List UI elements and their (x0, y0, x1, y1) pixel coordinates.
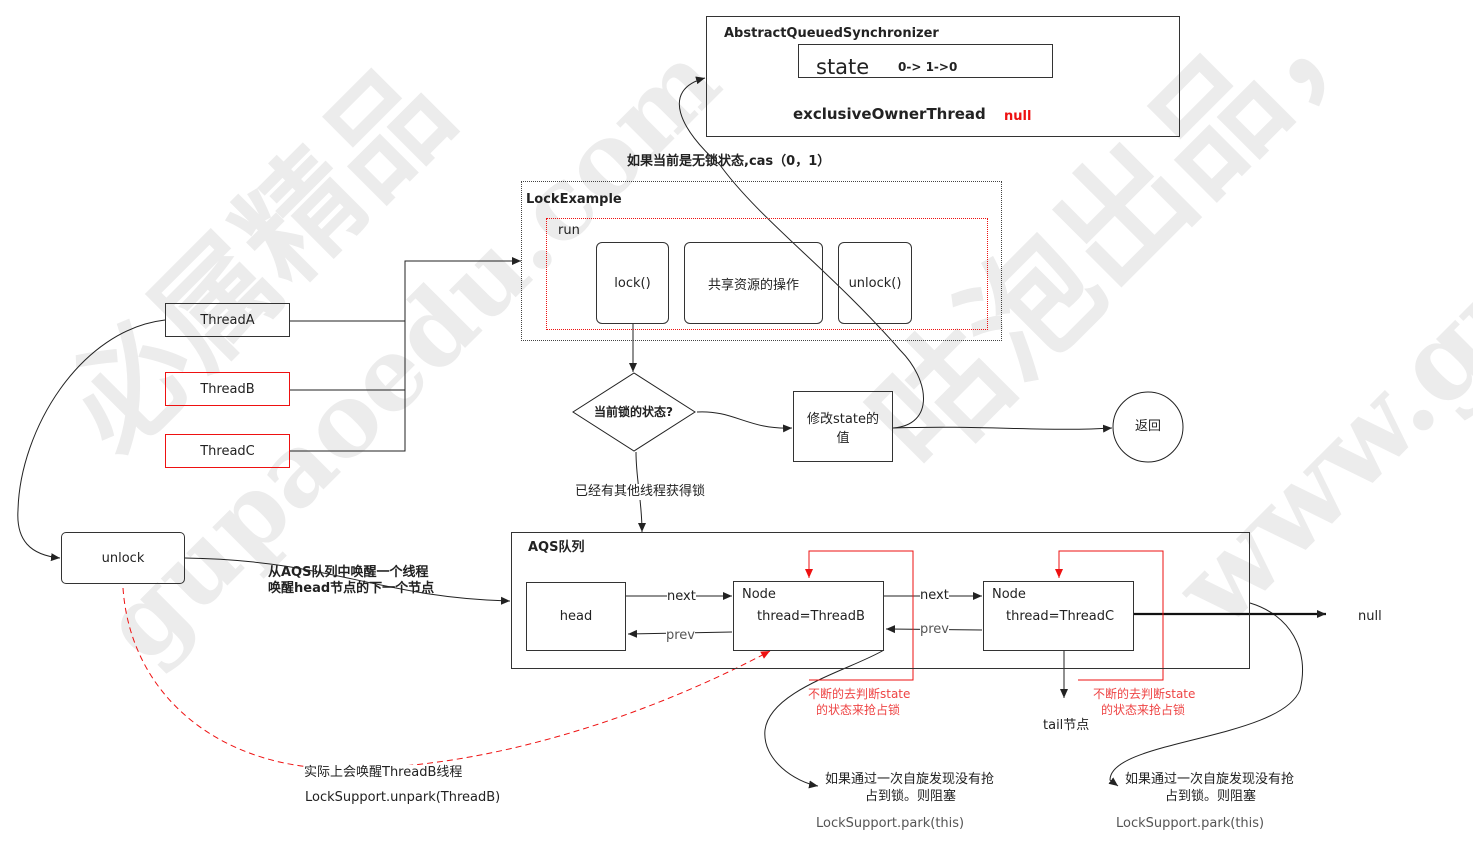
connector-threadc (290, 390, 406, 452)
park-call-b: LockSupport.park(this) (816, 816, 965, 831)
decision-diamond (572, 372, 696, 452)
connector-unlock-to-queue (184, 557, 511, 605)
state-label: state (816, 55, 870, 79)
wake-note-line1: 从AQS队列中唤醒一个线程 (268, 565, 429, 580)
node-threadb (733, 581, 884, 651)
aqs-queue-box (511, 532, 1250, 669)
connector-modify-to-return (892, 424, 1113, 433)
connector-threadb (290, 321, 406, 391)
run-label: run (558, 223, 580, 238)
prev-label-2: prev (920, 622, 950, 638)
modify-state-box: 修改state的 值 (793, 391, 893, 462)
already-locked-label: 已经有其他线程获得锁 (575, 484, 706, 500)
return-circle (1112, 391, 1184, 463)
unlock-method-box: unlock() (838, 242, 912, 324)
thread-c-box: ThreadC (165, 434, 290, 468)
spin-loop-b (805, 550, 914, 681)
park-note-b-line1: 如果通过一次自旋发现没有抢 (825, 772, 995, 787)
prev-label-1: prev (666, 628, 696, 644)
lockexample-title: LockExample (526, 192, 622, 207)
node-b-thread: thread=ThreadB (757, 609, 865, 624)
connector-threada-to-unlock (17, 319, 166, 562)
spin-note-b-line2: 的状态来抢占锁 (816, 703, 901, 717)
park-note-b-line2: 占到锁。则阻塞 (865, 789, 957, 804)
wake-note-line2: 唤醒head节点的下一个节点 (268, 581, 435, 596)
spin-note-c-line1: 不断的去判断state (1093, 687, 1196, 701)
lockexample-box (521, 181, 1002, 341)
owner-label: exclusiveOwnerThread (793, 105, 986, 123)
actual-wake-line1: 实际上会唤醒ThreadB线程 (304, 765, 463, 781)
return-label: 返回 (1135, 419, 1162, 434)
park-note-c-line1: 如果通过一次自旋发现没有抢 (1125, 772, 1295, 787)
connector-c-park (1108, 602, 1304, 787)
spin-note-c-line2: 的状态来抢占锁 (1101, 703, 1186, 717)
next-label-1: next (667, 589, 696, 605)
lock-method-box: lock() (596, 242, 669, 324)
aqs-queue-title: AQS队列 (528, 540, 585, 555)
owner-value: null (1004, 109, 1032, 124)
connector-b-park (764, 649, 885, 789)
aqs-box (706, 16, 1180, 137)
node-threadc (983, 581, 1134, 651)
spin-note-b-line1: 不断的去判断state (808, 687, 911, 701)
park-note-c-line2: 占到锁。则阻塞 (1165, 789, 1257, 804)
node-c-title: Node (992, 587, 1026, 602)
tail-label: tail节点 (1043, 718, 1090, 733)
spin-loop-c (1055, 550, 1164, 681)
head-node: head (526, 582, 626, 651)
connector-threads-to-lockexample (290, 257, 521, 322)
aqs-title: AbstractQueuedSynchronizer (724, 26, 939, 41)
park-call-c: LockSupport.park(this) (1116, 816, 1265, 831)
actual-wake-line2: LockSupport.unpark(ThreadB) (305, 790, 501, 805)
thread-b-box: ThreadB (165, 372, 290, 406)
run-box (546, 218, 988, 330)
node-b-title: Node (742, 587, 776, 602)
cas-note: 如果当前是无锁状态,cas（0，1） (627, 154, 831, 169)
state-transition: 0-> 1->0 (898, 60, 958, 74)
thread-a-box: ThreadA (165, 303, 290, 337)
null-label: null (1358, 609, 1382, 624)
state-box (798, 44, 1053, 78)
unlock-box: unlock (61, 532, 185, 584)
connector-decision-to-modify (696, 411, 793, 433)
node-c-thread: thread=ThreadC (1006, 609, 1115, 624)
next-label-2: next (920, 588, 949, 604)
shared-resource-box: 共享资源的操作 (684, 242, 823, 324)
decision-label: 当前锁的状态? (594, 405, 673, 419)
